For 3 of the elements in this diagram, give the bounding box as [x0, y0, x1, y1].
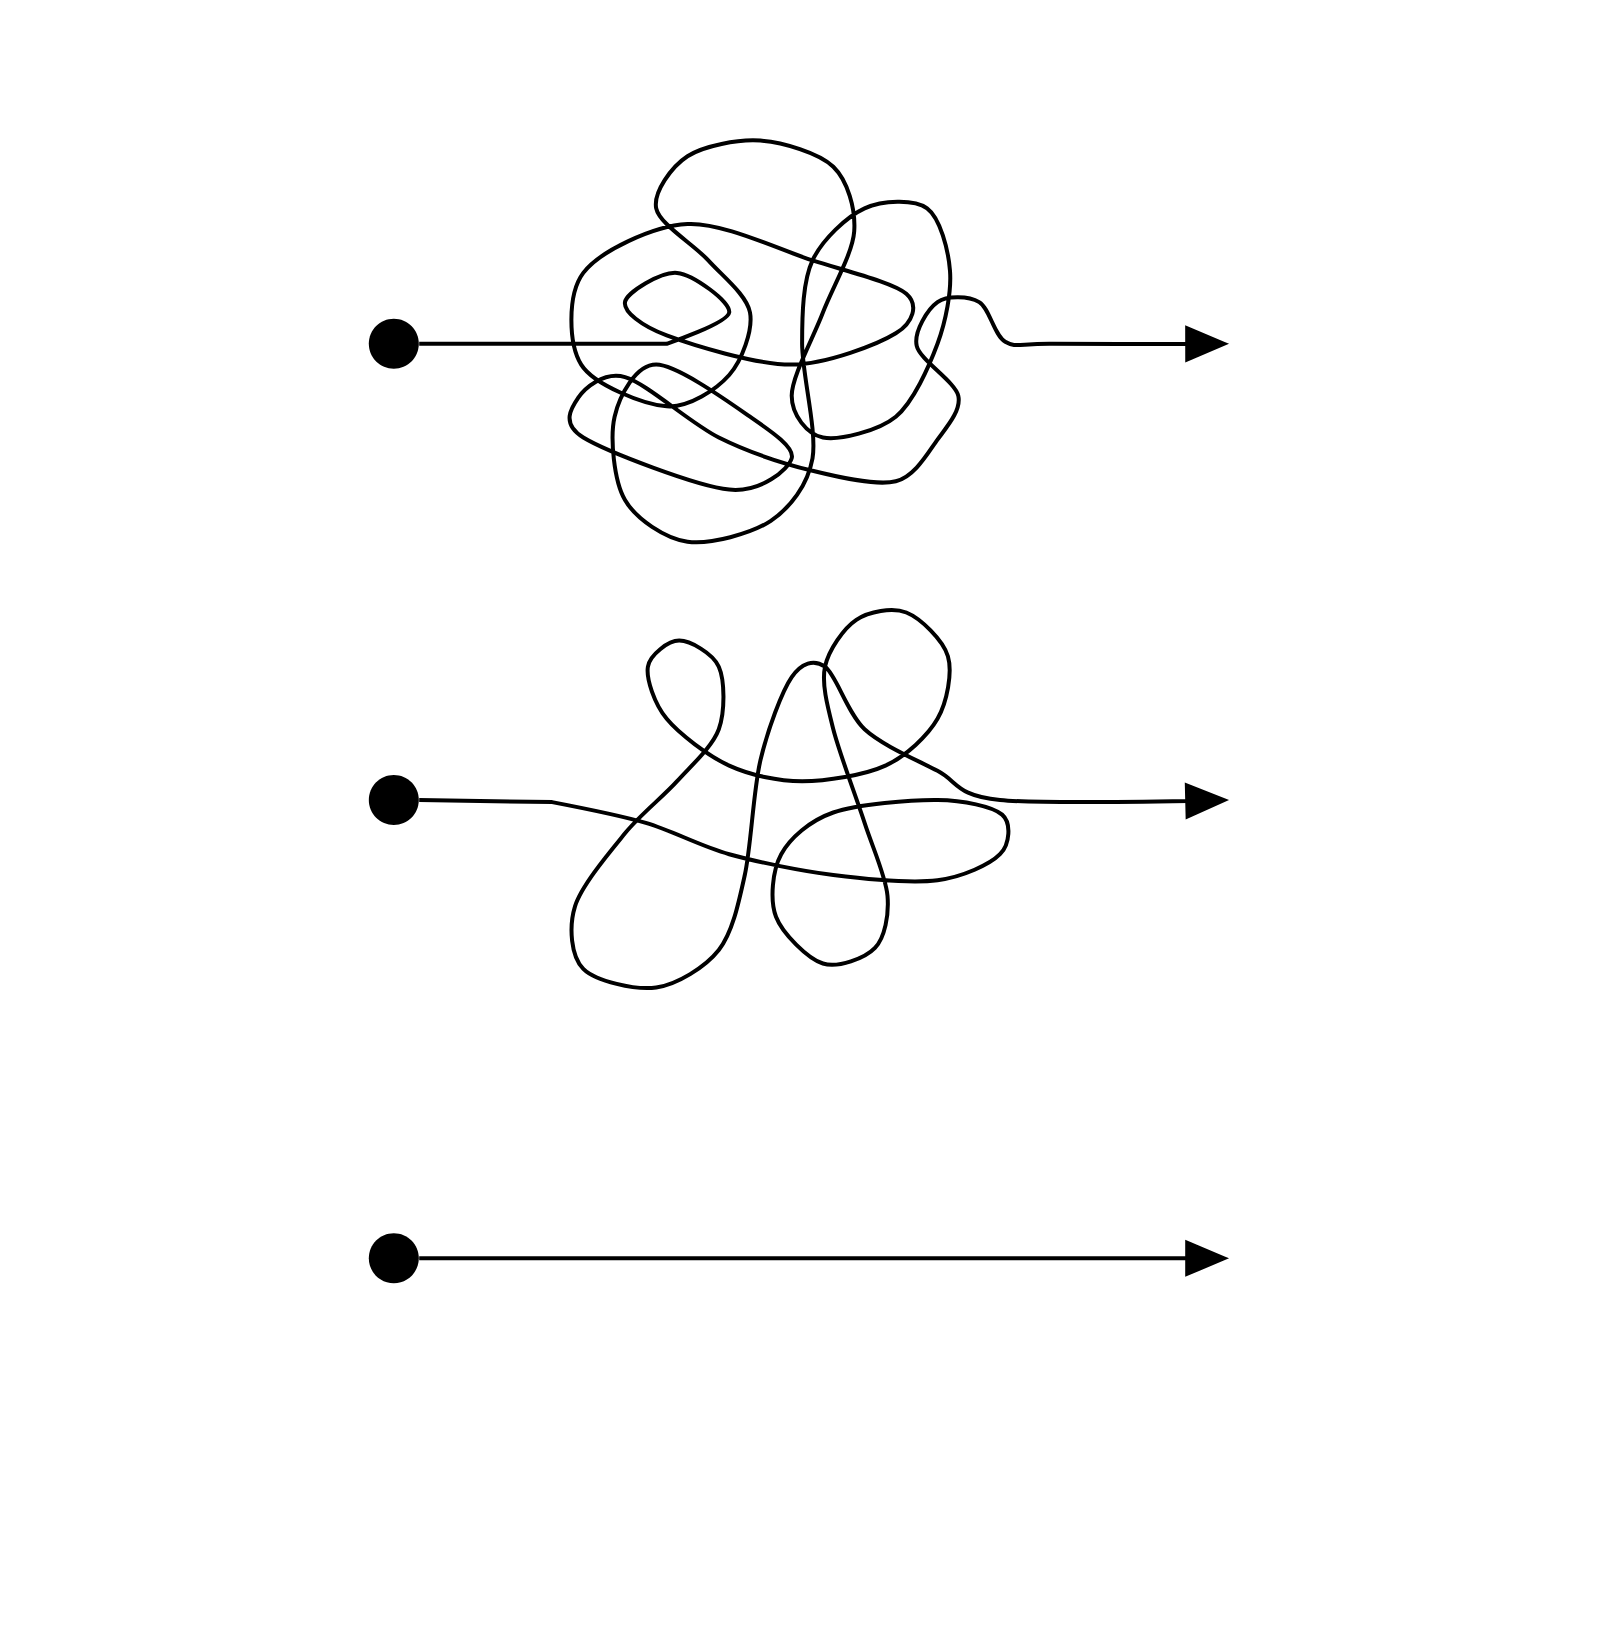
- start-dot: [368, 1233, 419, 1284]
- start-dot: [368, 318, 419, 369]
- start-dot: [368, 775, 419, 825]
